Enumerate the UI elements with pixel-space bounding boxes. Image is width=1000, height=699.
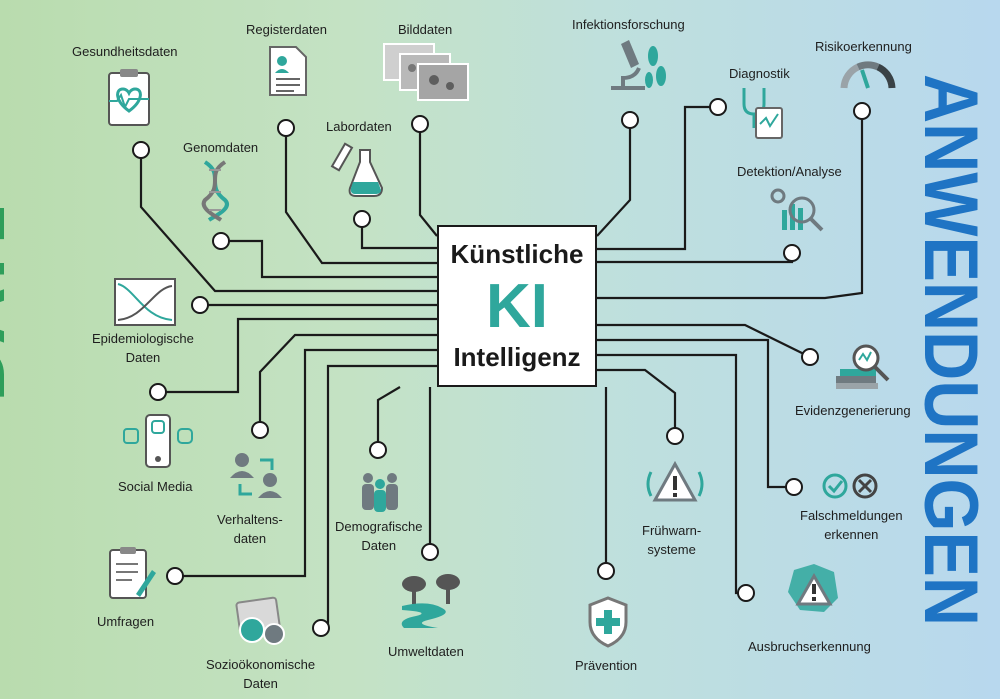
label-labordaten: Labordaten xyxy=(326,119,392,134)
ki-title-line3: Intelligenz xyxy=(453,342,581,372)
label-verhaltensdaten: Verhaltens-daten xyxy=(217,512,283,546)
label-gesundheitsdaten: Gesundheitsdaten xyxy=(72,44,178,59)
label-infektionsforschung: Infektionsforschung xyxy=(572,17,685,32)
label-social-media: Social Media xyxy=(118,479,193,494)
microscope-icon xyxy=(611,40,666,90)
environment-river-icon xyxy=(401,574,460,628)
social-media-phone-icon xyxy=(123,414,193,468)
evidence-books-icon xyxy=(836,344,890,389)
ki-title-big: KI xyxy=(486,272,548,341)
money-coins-icon xyxy=(235,596,285,645)
behavior-people-icon xyxy=(230,453,282,498)
risk-gauge-icon xyxy=(840,61,896,89)
svg-text:DATEN: DATEN xyxy=(0,208,21,402)
label-registerdaten: Registerdaten xyxy=(246,22,327,37)
ki-center-box: Künstliche KI Intelligenz xyxy=(437,225,597,387)
daten-side-heading: DATEN xyxy=(0,208,21,402)
outbreak-map-icon xyxy=(788,564,838,612)
shield-cross-icon xyxy=(588,596,628,648)
anwendungen-side-heading: ANWENDUNGEN xyxy=(908,74,993,626)
epidemic-curve-icon xyxy=(114,278,176,326)
dna-icon xyxy=(201,160,229,222)
image-stack-icon xyxy=(383,43,469,101)
check-cross-icon xyxy=(822,473,878,499)
label-detektion-analyse: Detektion/Analyse xyxy=(737,164,842,179)
demographic-group-icon xyxy=(362,473,398,512)
health-clipboard-icon xyxy=(108,69,150,126)
label-fruehwarnsysteme: Frühwarn-systeme xyxy=(642,523,702,557)
label-praevention: Prävention xyxy=(575,658,638,673)
label-umweltdaten: Umweltdaten xyxy=(388,644,464,659)
register-document-icon xyxy=(269,46,307,96)
warning-triangle-icon xyxy=(646,460,704,502)
label-umfragen: Umfragen xyxy=(97,614,155,629)
label-risikoerkennung: Risikoerkennung xyxy=(815,39,912,54)
label-diagnostik: Diagnostik xyxy=(729,66,790,81)
ki-title-line1: Künstliche xyxy=(450,239,584,269)
analysis-magnifier-icon xyxy=(770,188,824,232)
label-evidenzgenerierung: Evidenzgenerierung xyxy=(795,403,911,418)
label-genomdaten: Genomdaten xyxy=(183,140,259,155)
label-ausbruchserkennung: Ausbruchserkennung xyxy=(748,639,871,654)
label-bilddaten: Bilddaten xyxy=(398,22,453,37)
stethoscope-icon xyxy=(742,88,783,139)
survey-clipboard-icon xyxy=(109,547,156,599)
svg-text:ANWENDUNGEN: ANWENDUNGEN xyxy=(908,74,993,626)
lab-flask-icon xyxy=(330,142,384,197)
